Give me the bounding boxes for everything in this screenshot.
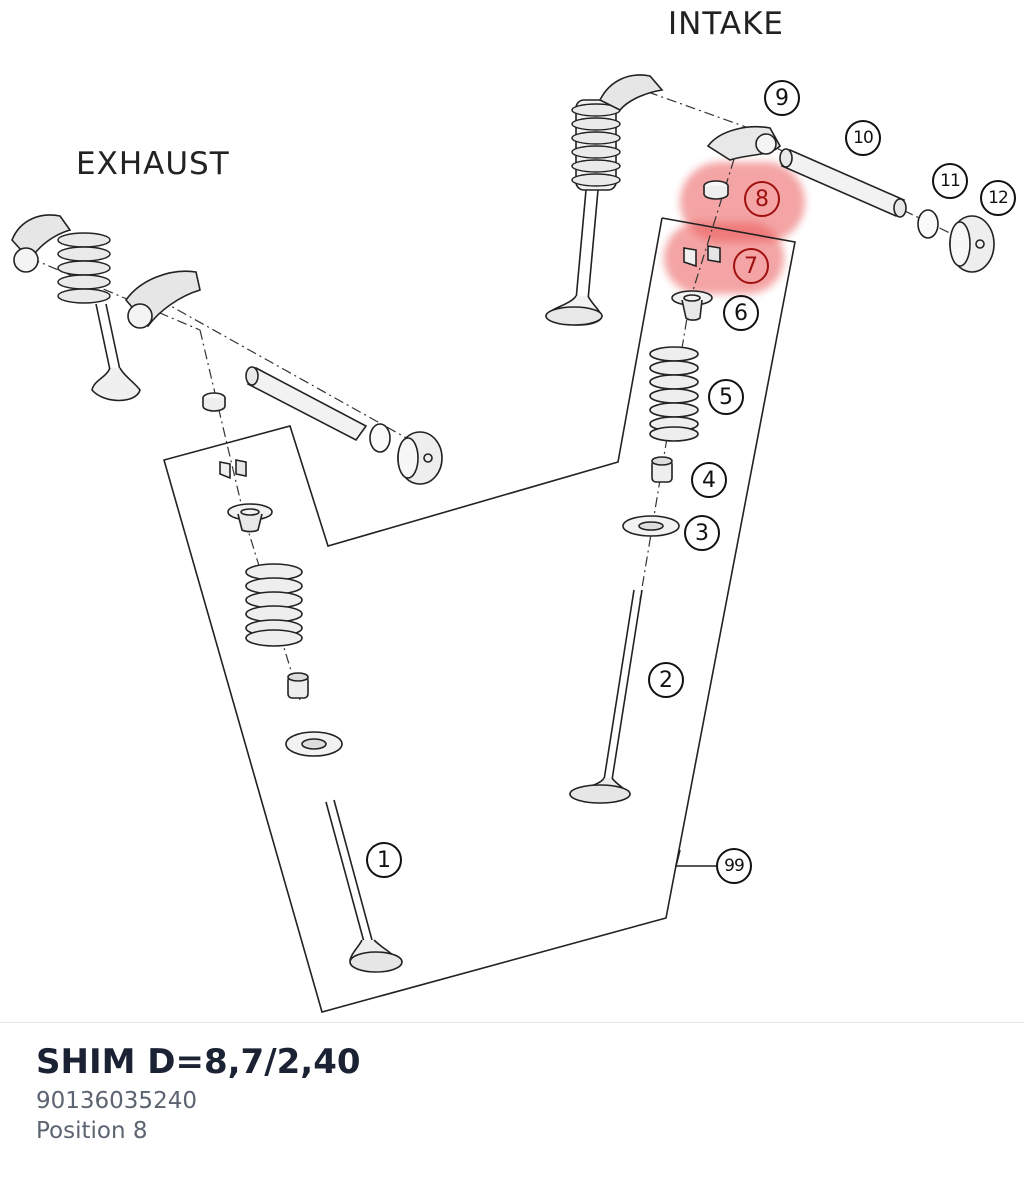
intake-label: INTAKE bbox=[668, 6, 784, 42]
part-number: 90136035240 bbox=[36, 1088, 197, 1114]
part-callout-5[interactable]: 5 bbox=[708, 379, 744, 415]
valve-spring-intake bbox=[649, 346, 699, 442]
part-position: Position 8 bbox=[36, 1118, 148, 1144]
valve-train-drawing bbox=[11, 74, 995, 1013]
exhaust-valve-keepers bbox=[219, 459, 247, 480]
part-callout-7[interactable]: 7 bbox=[733, 248, 769, 284]
part-callout-9[interactable]: 9 bbox=[764, 80, 800, 116]
exhaust-shim bbox=[202, 392, 226, 412]
part-callout-8[interactable]: 8 bbox=[744, 181, 780, 217]
exhaust-valve-spring bbox=[245, 563, 303, 647]
exhaust-spring-seat bbox=[285, 731, 343, 757]
o-ring-exhaust bbox=[369, 423, 391, 453]
part-callout-11[interactable]: 11 bbox=[932, 163, 968, 199]
part-callout-12[interactable]: 12 bbox=[980, 180, 1016, 216]
spring-retainer-intake bbox=[671, 290, 713, 321]
exploded-parts-diagram: INTAKE EXHAUST 9 10 11 12 8 7 6 5 4 3 2 … bbox=[11, 6, 1016, 1013]
exhaust-valve bbox=[325, 799, 403, 973]
exhaust-valve-stem-seal bbox=[287, 672, 309, 699]
part-callout-3[interactable]: 3 bbox=[684, 515, 720, 551]
o-ring-intake bbox=[917, 209, 939, 239]
rocker-shaft-intake bbox=[779, 148, 907, 218]
part-callout-10[interactable]: 10 bbox=[845, 120, 881, 156]
shaft-cap-exhaust bbox=[397, 431, 443, 485]
part-callout-4[interactable]: 4 bbox=[691, 462, 727, 498]
divider bbox=[0, 1022, 1024, 1023]
part-title: SHIM D=8,7/2,40 bbox=[36, 1042, 361, 1082]
rocker-shaft-exhaust bbox=[245, 366, 368, 442]
part-info-panel: SHIM D=8,7/2,40 90136035240 Position 8 bbox=[36, 1042, 361, 1144]
exhaust-installed-assembly bbox=[11, 214, 141, 402]
valve-stem-seal-intake bbox=[651, 456, 673, 483]
part-callout-99[interactable]: 99 bbox=[716, 848, 752, 884]
part-callout-6[interactable]: 6 bbox=[723, 295, 759, 331]
shim-part-8 bbox=[703, 180, 729, 200]
exhaust-rocker bbox=[124, 270, 201, 329]
spring-seat-intake bbox=[622, 515, 680, 537]
intake-installed-assembly bbox=[545, 74, 664, 326]
exhaust-spring-retainer bbox=[227, 503, 273, 533]
valve-keepers-part-7 bbox=[683, 245, 721, 268]
intake-valve bbox=[568, 589, 643, 804]
part-callout-2[interactable]: 2 bbox=[648, 662, 684, 698]
assembly-outline bbox=[163, 217, 796, 1013]
exhaust-label: EXHAUST bbox=[76, 146, 230, 182]
shaft-cap-intake bbox=[949, 215, 995, 273]
part-callout-1[interactable]: 1 bbox=[366, 842, 402, 878]
